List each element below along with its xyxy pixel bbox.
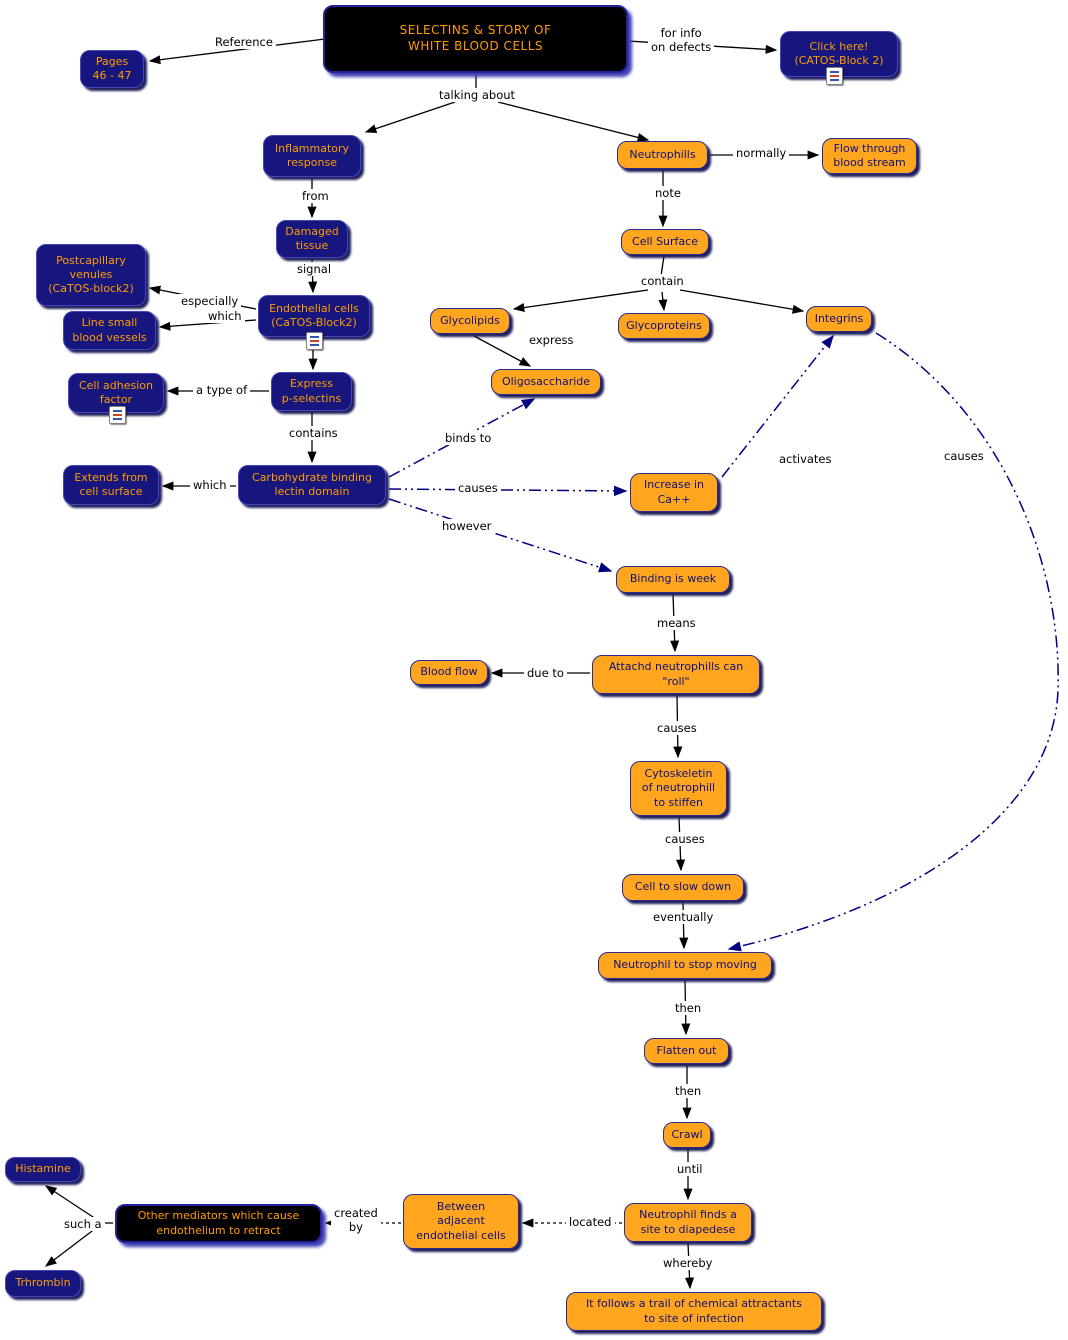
node-extends-from-cell-surface[interactable]: Extends from cell surface (63, 465, 159, 505)
node-cell-surface[interactable]: Cell Surface (621, 229, 709, 255)
resource-icon[interactable] (109, 406, 126, 424)
link-label-located[interactable]: located (566, 1215, 615, 1230)
link-label-until[interactable]: until (674, 1162, 706, 1177)
resource-icon-glyph (310, 336, 319, 346)
node-cytoskeletin-to-stiffen[interactable]: Cytoskeletin of neutrophill to stiffen (630, 761, 727, 816)
node-carbohydrate-binding-lectin-domain[interactable]: Carbohydrate binding lectin domain (238, 465, 386, 505)
resource-icon-glyph (830, 71, 839, 81)
link-label-causes-1[interactable]: causes (455, 481, 501, 496)
link-label-eventually[interactable]: eventually (650, 910, 717, 925)
node-endothelial-cells[interactable]: Endothelial cells (CaTOS-Block2) (258, 295, 370, 337)
node-oligosaccharide[interactable]: Oligosaccharide (491, 369, 601, 395)
link-label-causes-3[interactable]: causes (662, 832, 708, 847)
node-inflammatory-response[interactable]: Inflammatory response (263, 135, 361, 177)
node-pages-46-47[interactable]: Pages 46 - 47 (80, 50, 144, 88)
link-label-causes-integrins[interactable]: causes (941, 449, 987, 464)
link-label-note[interactable]: note (652, 186, 684, 201)
link-label-reference[interactable]: Reference (212, 35, 276, 50)
node-flow-through-blood-stream[interactable]: Flow through blood stream (822, 138, 917, 174)
node-other-mediators[interactable]: Other mediators which cause endothelium … (115, 1204, 322, 1243)
link-label-activates[interactable]: activates (776, 452, 835, 467)
node-flatten-out[interactable]: Flatten out (644, 1038, 729, 1064)
resource-icon-glyph (113, 410, 122, 420)
link-label-causes-2[interactable]: causes (654, 721, 700, 736)
dashdot-connectors (388, 332, 1059, 952)
link-label-for-info-on-defects[interactable]: for info on defects (648, 26, 715, 55)
link-label-contain[interactable]: contain (638, 274, 687, 289)
link-label-a-type-of[interactable]: a type of (193, 383, 251, 398)
link-label-normally[interactable]: normally (733, 146, 790, 161)
node-line-small-blood-vessels[interactable]: Line small blood vessels (63, 311, 156, 350)
node-binding-is-week[interactable]: Binding is week (616, 566, 730, 593)
link-label-due-to[interactable]: due to (524, 666, 567, 681)
link-label-especially[interactable]: especially (178, 294, 242, 309)
node-attachd-neutrophills-can-roll[interactable]: Attachd neutrophills can "roll" (592, 655, 760, 694)
node-cell-to-slow-down[interactable]: Cell to slow down (622, 874, 744, 901)
node-crawl[interactable]: Crawl (663, 1122, 711, 1148)
node-postcapillary-venules[interactable]: Postcapillary venules (CaTOS-block2) (36, 244, 146, 306)
node-selectins-title[interactable]: SELECTINS & STORY OF WHITE BLOOD CELLS (323, 5, 628, 73)
node-between-adjacent-endothelial-cells[interactable]: Between adjacent endothelial cells (403, 1194, 519, 1249)
node-damaged-tissue[interactable]: Damaged tissue (276, 220, 348, 258)
link-label-created-by[interactable]: created by (331, 1206, 381, 1235)
node-integrins[interactable]: Integrins (806, 306, 872, 332)
link-label-such-a[interactable]: such a (61, 1217, 105, 1232)
node-neutrophil-to-stop-moving[interactable]: Neutrophil to stop moving (598, 952, 772, 979)
node-trhrombin[interactable]: Trhrombin (5, 1270, 81, 1297)
link-label-then-1[interactable]: then (672, 1001, 705, 1016)
node-histamine[interactable]: Histamine (5, 1157, 81, 1182)
link-label-whereby[interactable]: whereby (660, 1256, 716, 1271)
resource-icon[interactable] (306, 332, 323, 350)
node-blood-flow[interactable]: Blood flow (410, 660, 488, 685)
link-label-contains[interactable]: contains (286, 426, 341, 441)
node-neutrophil-finds-site-to-diapedese[interactable]: Neutrophil finds a site to diapedese (624, 1203, 752, 1242)
link-label-binds-to[interactable]: binds to (442, 431, 495, 446)
link-label-which-1[interactable]: which (205, 309, 245, 324)
resource-icon[interactable] (826, 67, 843, 85)
node-follows-trail-of-chemical-attractants[interactable]: It follows a trail of chemical attractan… (566, 1292, 822, 1331)
node-glycoproteins[interactable]: Glycoproteins (618, 313, 710, 339)
link-label-however[interactable]: however (439, 519, 495, 534)
link-label-which-2[interactable]: which (190, 478, 230, 493)
link-label-means[interactable]: means (654, 616, 699, 631)
link-label-talking-about[interactable]: talking about (436, 88, 519, 103)
link-label-express[interactable]: express (526, 333, 577, 348)
node-increase-in-ca[interactable]: Increase in Ca++ (630, 473, 718, 512)
node-neutrophills[interactable]: Neutrophills (617, 141, 708, 169)
link-label-signal[interactable]: signal (294, 262, 335, 277)
node-express-p-selectins[interactable]: Express p-selectins (271, 372, 352, 411)
link-label-then-2[interactable]: then (672, 1084, 705, 1099)
link-label-from[interactable]: from (299, 189, 332, 204)
node-glycolipids[interactable]: Glycolipids (430, 308, 510, 334)
